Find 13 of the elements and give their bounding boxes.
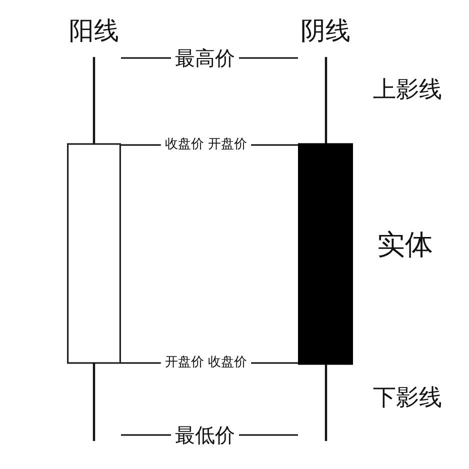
part-label: 实体 <box>377 228 433 262</box>
leader-line <box>239 57 298 59</box>
leader-line <box>251 144 298 146</box>
leader-line <box>121 144 161 146</box>
leader-line <box>121 434 171 436</box>
part-label: 上影线 <box>373 76 442 104</box>
leader-line <box>239 434 298 436</box>
part-label: 下影线 <box>373 384 442 412</box>
candle-title: 阴线 <box>300 16 350 46</box>
leader-line <box>121 362 161 364</box>
leader-line <box>121 57 171 59</box>
leader-line <box>251 362 298 364</box>
candle-title: 阳线 <box>69 16 119 46</box>
